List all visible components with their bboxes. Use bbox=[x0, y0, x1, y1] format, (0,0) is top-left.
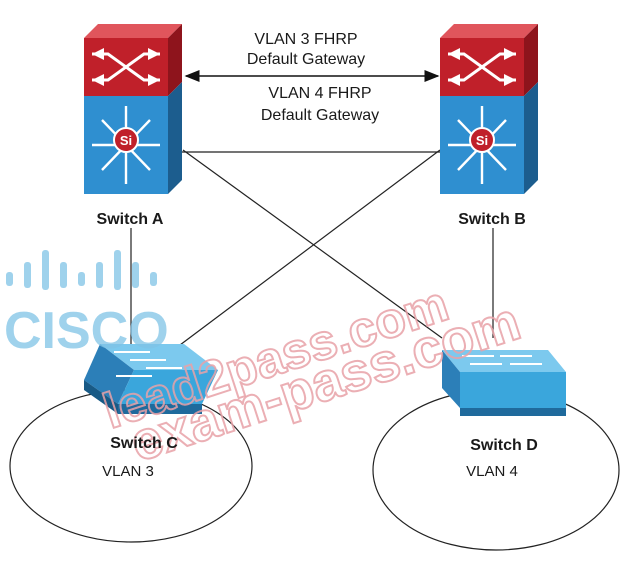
switch-c-label: Switch C bbox=[110, 435, 178, 452]
switch-b-icon[interactable] bbox=[440, 24, 538, 194]
switch-c-vlan-label: VLAN 3 bbox=[102, 463, 154, 480]
switch-c-icon[interactable] bbox=[84, 344, 218, 414]
switch-d-icon[interactable] bbox=[442, 350, 566, 416]
cisco-logo-watermark bbox=[6, 250, 157, 290]
switch-d-label: Switch D bbox=[470, 437, 538, 454]
link-a-d bbox=[182, 149, 443, 339]
switch-a-icon[interactable] bbox=[84, 24, 182, 194]
cisco-logo-text: CISCO bbox=[4, 302, 169, 360]
vlan3-gateway-label: Default Gateway bbox=[247, 51, 365, 68]
switch-b-badge: Si bbox=[476, 133, 488, 148]
vlan4-fhrp-label: VLAN 4 FHRP bbox=[268, 85, 371, 102]
vlan3-fhrp-label: VLAN 3 FHRP bbox=[254, 31, 357, 48]
switch-d-vlan-label: VLAN 4 bbox=[466, 463, 518, 480]
vlan4-gateway-label: Default Gateway bbox=[261, 107, 379, 124]
link-b-c bbox=[179, 149, 441, 346]
switch-b-label: Switch B bbox=[458, 211, 526, 228]
switch-a-badge: Si bbox=[120, 133, 132, 148]
switch-a-label: Switch A bbox=[97, 211, 164, 228]
